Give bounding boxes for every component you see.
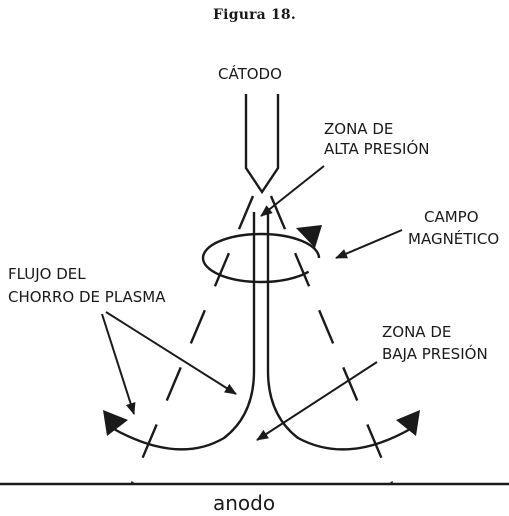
magnetic-field-loop	[201, 232, 321, 284]
anode-label: anodo	[213, 491, 275, 515]
high-pressure-pointer-arrow	[260, 165, 325, 217]
low-pressure-label-line1: ZONA DE	[382, 323, 451, 341]
high-pressure-label-line2: ALTA PRESIÓN	[324, 139, 430, 158]
plasma-column-left	[111, 212, 256, 451]
low-pressure-label-line2: BAJA PRESIÓN	[382, 344, 488, 363]
plasma-flow-label-line2: CHORRO DE PLASMA	[8, 288, 166, 306]
plasma-cone-left-boundary	[130, 195, 255, 484]
cathode-electrode	[244, 94, 280, 195]
magnetic-field-label-line2: MAGNÉTICO	[408, 229, 499, 248]
plasma-flow-pointer-arrow-1	[101, 313, 136, 415]
magnetic-field-pointer-arrow	[335, 229, 403, 259]
plasma-flow-label-line1: FLUJO DEL	[8, 265, 86, 283]
low-pressure-pointer-arrow	[256, 361, 378, 441]
high-pressure-label-line1: ZONA DE	[324, 120, 393, 138]
magnetic-field-arrowhead	[296, 225, 322, 248]
figure-caption: Figura 18.	[213, 7, 296, 23]
magnetic-field-label-line1: CAMPO	[424, 208, 479, 226]
plasma-column-right	[266, 212, 413, 451]
plasma-flow-right-arrowhead	[396, 410, 420, 436]
cathode-label: CÁTODO	[218, 64, 282, 83]
plasma-flow-left-arrowhead	[103, 410, 128, 436]
plasma-flow-pointer-arrow-2	[105, 311, 237, 395]
plasma-cone-right-boundary	[269, 195, 394, 484]
